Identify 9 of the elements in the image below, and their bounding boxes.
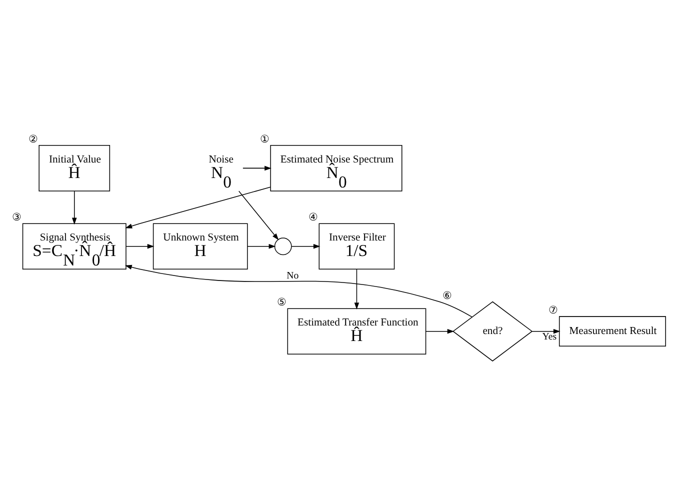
edge-label: Yes bbox=[542, 331, 557, 342]
node-label: ① bbox=[260, 134, 270, 146]
node-label: ③ bbox=[12, 212, 22, 224]
edge-label: No bbox=[286, 270, 299, 282]
node-label: ⑦ bbox=[548, 306, 559, 317]
node-label: ④ bbox=[308, 212, 318, 224]
node-label: ⑤ bbox=[276, 298, 287, 309]
node-label: ⑥ bbox=[442, 290, 452, 302]
node-label: ② bbox=[28, 134, 38, 146]
